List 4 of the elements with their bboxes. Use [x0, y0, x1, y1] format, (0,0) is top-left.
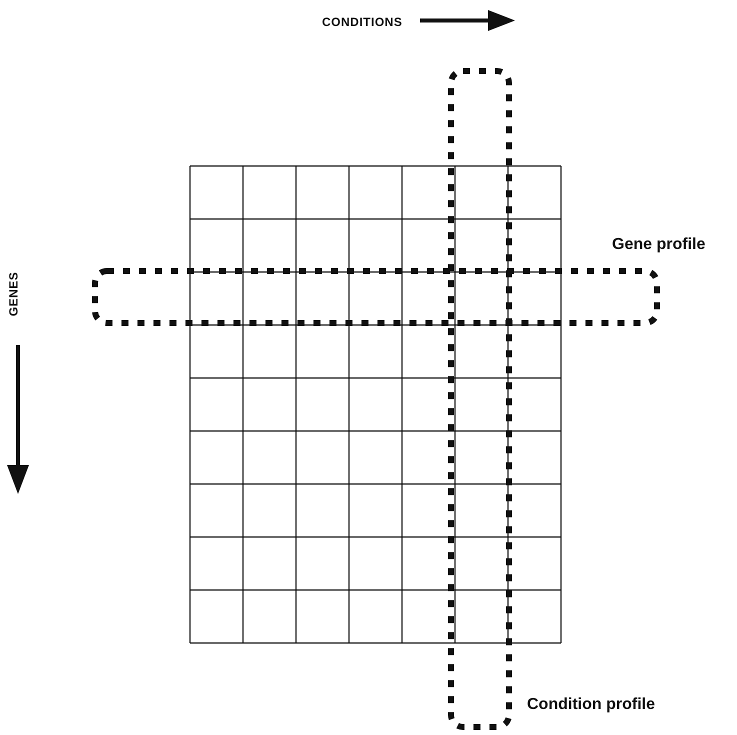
profile-label: Gene profile	[612, 236, 706, 254]
profile-label: Condition profile	[527, 696, 655, 714]
axis-label: CONDITIONS	[322, 15, 402, 29]
axis-label: GENES	[6, 272, 20, 316]
